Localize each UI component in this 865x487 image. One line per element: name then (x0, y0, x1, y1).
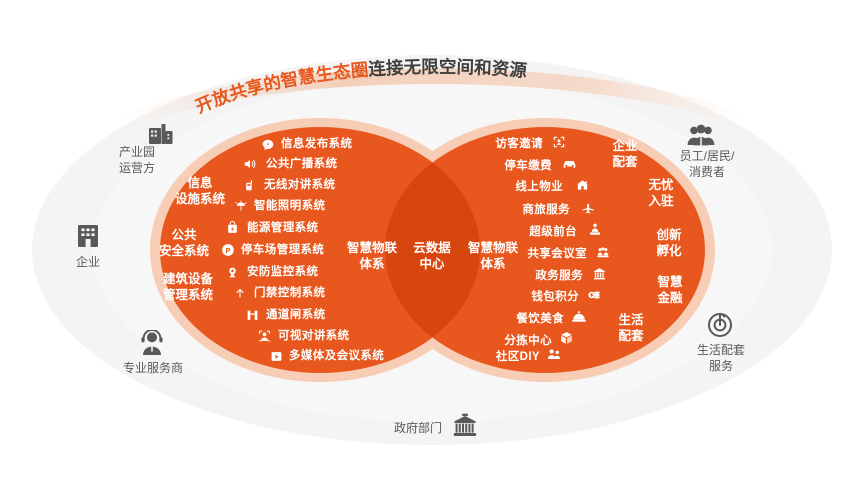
reception-desk-icon (588, 222, 602, 237)
right-item-5: 共享会议室 (527, 248, 587, 260)
stakeholder-label-park-operator: 产业园运营方 (118, 145, 155, 176)
airplane-icon (580, 201, 597, 215)
left-item-10: 多媒体及会议系统 (289, 350, 385, 362)
left-item-0: 信息发布系统 (281, 138, 353, 150)
right-item-9: 分拣中心 (504, 335, 552, 347)
right-item-4: 超级前台 (529, 226, 577, 238)
face-scan-icon (552, 135, 566, 149)
core-label-right: 智慧物联体系 (467, 241, 518, 272)
left-item-3: 智能照明系统 (254, 200, 326, 212)
left-item-5: 停车场管理系统 (241, 244, 325, 256)
left-item-1: 公共广播系统 (266, 158, 338, 170)
left-item-6: 安防监控系统 (247, 266, 319, 278)
right-category-life-support: 生活配套 (618, 313, 644, 343)
speaker-icon (242, 157, 258, 171)
car-icon (561, 158, 578, 171)
right-item-0: 访客邀请 (495, 138, 543, 150)
left-item-4: 能源管理系统 (247, 222, 319, 234)
lamp-icon (234, 200, 248, 214)
right-category-enterprise-support: 企业配套 (612, 139, 638, 169)
government-hall-icon (452, 412, 478, 438)
walkie-talkie-icon (243, 178, 256, 193)
coins-icon (586, 288, 602, 302)
property-house-icon (575, 178, 590, 192)
left-circle (160, 127, 480, 373)
people-crowd-icon (687, 124, 715, 148)
people-group-icon (546, 348, 562, 361)
right-category-smart-finance: 智慧金融 (657, 275, 683, 305)
stakeholder-label-employee-resident-consumer: 员工/居民/消费者 (679, 149, 735, 180)
headset-agent-icon (139, 330, 165, 356)
left-item-8: 通道闸系统 (266, 309, 326, 321)
left-category-building-equipment: 建筑设备管理系统 (162, 272, 213, 302)
right-category-worryfree-settlein: 无忧入驻 (648, 178, 674, 208)
food-cloche-icon (571, 310, 587, 323)
package-box-icon (559, 331, 574, 345)
core-label-left: 智慧物联体系 (346, 241, 397, 272)
stakeholder-label-enterprise: 企业 (75, 255, 100, 269)
core-label-center: 云数据中心 (413, 241, 451, 272)
left-item-7: 门禁控制系统 (254, 287, 326, 299)
right-item-10: 社区DIY (495, 351, 540, 363)
government-building-icon (592, 267, 607, 281)
office-buildings-icon (148, 122, 174, 146)
left-item-2: 无线对讲系统 (264, 179, 336, 191)
stakeholder-label-service-provider: 专业服务商 (122, 361, 183, 375)
right-category-innovation-incubation: 创新孵化 (656, 228, 682, 258)
access-control-icon (234, 286, 246, 300)
left-item-9: 可视对讲系统 (278, 330, 350, 342)
right-item-8: 餐饮美食 (516, 313, 564, 325)
title-arc-band (120, 68, 748, 132)
right-circle (385, 127, 705, 373)
turnstile-icon (246, 308, 259, 322)
cctv-camera-icon (226, 265, 239, 279)
meeting-room-icon (595, 245, 611, 259)
right-item-3: 商旅服务 (522, 204, 570, 216)
stakeholder-label-government: 政府部门 (393, 421, 442, 435)
svg-text:P: P (225, 246, 230, 255)
right-item-6: 政务服务 (535, 270, 583, 282)
left-category-info-facility: 信息设施系统 (174, 176, 225, 206)
lifestyle-target-icon (706, 310, 734, 338)
video-intercom-icon (258, 329, 271, 343)
right-item-1: 停车缴费 (504, 160, 552, 172)
stakeholder-label-life-services: 生活配套服务 (696, 343, 745, 374)
left-category-public-safety: 公共安全系统 (158, 228, 209, 258)
right-item-7: 钱包积分 (531, 291, 579, 303)
company-building-icon (74, 222, 102, 250)
chat-bubble-icon (261, 138, 275, 152)
energy-meter-icon (226, 221, 239, 235)
right-item-2: 线上物业 (515, 181, 563, 193)
parking-icon: P (221, 243, 235, 257)
multimedia-screen-icon (270, 350, 283, 363)
